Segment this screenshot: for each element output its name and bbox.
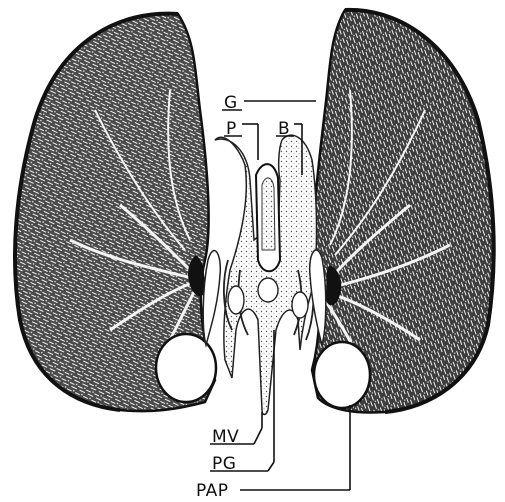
left-lobe — [15, 14, 216, 411]
svg-text:PAP: PAP — [196, 481, 229, 501]
label-g: G — [222, 93, 316, 113]
left-papilla — [156, 334, 216, 402]
right-lobe — [312, 10, 494, 413]
label-mv: MV — [210, 412, 262, 447]
central-pelvis — [203, 135, 326, 414]
label-pap: PAP — [196, 405, 350, 501]
right-papilla — [314, 342, 370, 408]
